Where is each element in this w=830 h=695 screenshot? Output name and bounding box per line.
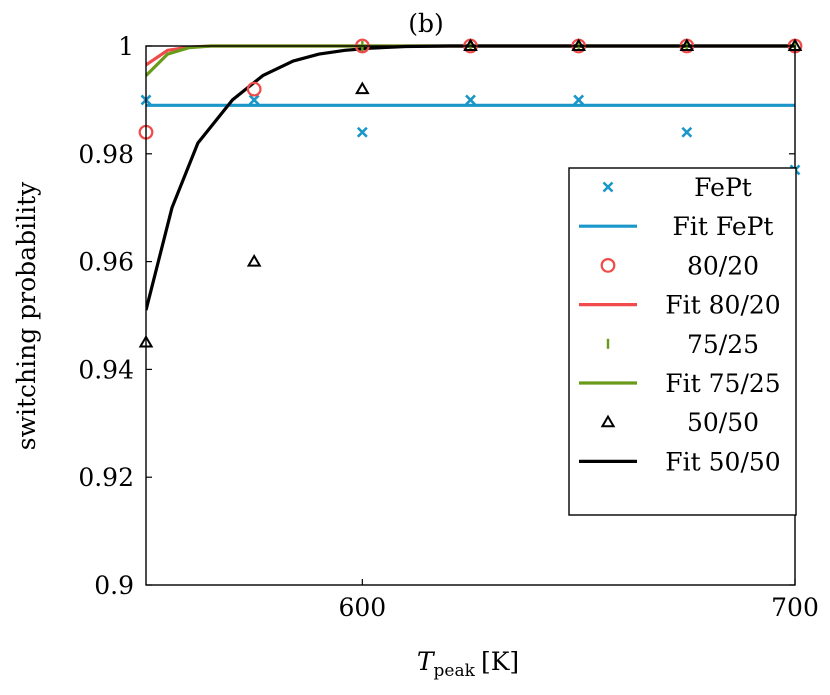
data-point-fept-shape — [465, 94, 476, 106]
legend-label: Fit FePt — [673, 212, 774, 241]
data-point-50-50 — [571, 38, 587, 52]
y-axis-label: switching probability — [12, 181, 41, 450]
legend-label: 75/25 — [687, 330, 759, 359]
x-axis-label-main: T — [417, 647, 436, 676]
data-point-fept-shape — [681, 126, 693, 138]
chart-title: (b) — [408, 9, 444, 38]
y-tick-label: 0.96 — [78, 248, 134, 277]
data-point-fept — [573, 94, 585, 106]
data-point-fept-shape — [248, 94, 260, 106]
data-point-50-50 — [246, 254, 262, 267]
data-point-50-50-shape — [571, 38, 587, 52]
legend-marker-sample — [600, 414, 616, 428]
y-tick-label: 0.9 — [94, 571, 134, 600]
x-axis-label: Tpeak[K] — [417, 647, 519, 681]
y-tick-label: 0.94 — [78, 355, 134, 384]
data-point-50-50 — [463, 38, 478, 52]
data-point-fept-shape — [573, 94, 585, 106]
legend-item-fept: FePt — [602, 173, 752, 202]
legend-marker-sample — [602, 181, 614, 193]
legend-label: Fit 75/25 — [665, 369, 780, 398]
data-point-fept — [248, 94, 260, 106]
legend-item-fit-50-50: Fit 50/50 — [579, 447, 781, 476]
y-tick-label: 1 — [118, 32, 134, 61]
legend-label: Fit 80/20 — [665, 291, 780, 320]
data-point-fept-shape — [356, 126, 368, 138]
data-point-50-50-shape — [246, 254, 262, 267]
legend-item-75-25: 75/25 — [606, 330, 759, 359]
legend-item-fit-fept: Fit FePt — [579, 212, 773, 241]
data-point-50-50-shape — [354, 81, 370, 95]
legend-item-80-20: 80/20 — [600, 251, 759, 280]
plot-layer: 0.9 0.92 0.94 0.96 0.98 1 600 700 — [78, 32, 819, 622]
legend-item-fit-80-20: Fit 80/20 — [579, 291, 781, 320]
x-tick-label: 700 — [771, 593, 819, 622]
x-axis-label-sub: peak — [434, 661, 476, 681]
x-tick-label: 600 — [338, 593, 386, 622]
legend-label: FePt — [694, 173, 752, 202]
legend-label: 50/50 — [687, 408, 759, 437]
data-point-80-20-shape — [246, 81, 262, 97]
legend-marker-sample — [600, 258, 616, 273]
legend-marker-sample-shape — [602, 181, 614, 193]
legend-item-50-50: 50/50 — [600, 408, 759, 437]
legend-label: 80/20 — [687, 251, 759, 280]
legend-label: Fit 50/50 — [665, 447, 780, 476]
data-point-fept — [356, 126, 368, 138]
y-tick-label: 0.98 — [78, 140, 134, 169]
data-point-80-20 — [246, 81, 262, 97]
data-point-fept — [465, 94, 476, 106]
legend-marker-sample-shape — [600, 258, 616, 273]
legend-marker-sample-shape — [600, 414, 616, 428]
data-point-50-50 — [354, 81, 370, 95]
data-point-50-50 — [679, 38, 695, 52]
legend-item-fit-75-25: Fit 75/25 — [579, 369, 781, 398]
y-tick-label: 0.92 — [78, 463, 134, 492]
data-point-50-50-shape — [679, 38, 695, 52]
data-point-fept — [681, 126, 693, 138]
data-point-50-50-shape — [463, 38, 478, 52]
x-axis-label-unit: [K] — [481, 647, 519, 676]
